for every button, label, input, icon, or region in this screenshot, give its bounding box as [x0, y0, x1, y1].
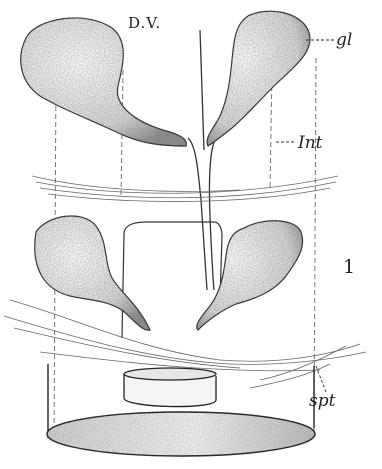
- vessel-ring: [124, 368, 216, 407]
- upper-septum: [32, 176, 338, 202]
- gland-label: gl: [336, 32, 352, 49]
- intestine-label: Int: [298, 135, 323, 152]
- dorsal-vessel: [188, 30, 214, 290]
- leader-lines: [276, 40, 334, 392]
- figure-number-label: 1: [343, 258, 355, 277]
- dorsal-vessel-label: D.V.: [128, 16, 161, 31]
- upper-right-gland: [207, 11, 310, 146]
- septum-label: spt: [309, 393, 335, 410]
- upper-left-gland: [21, 18, 187, 146]
